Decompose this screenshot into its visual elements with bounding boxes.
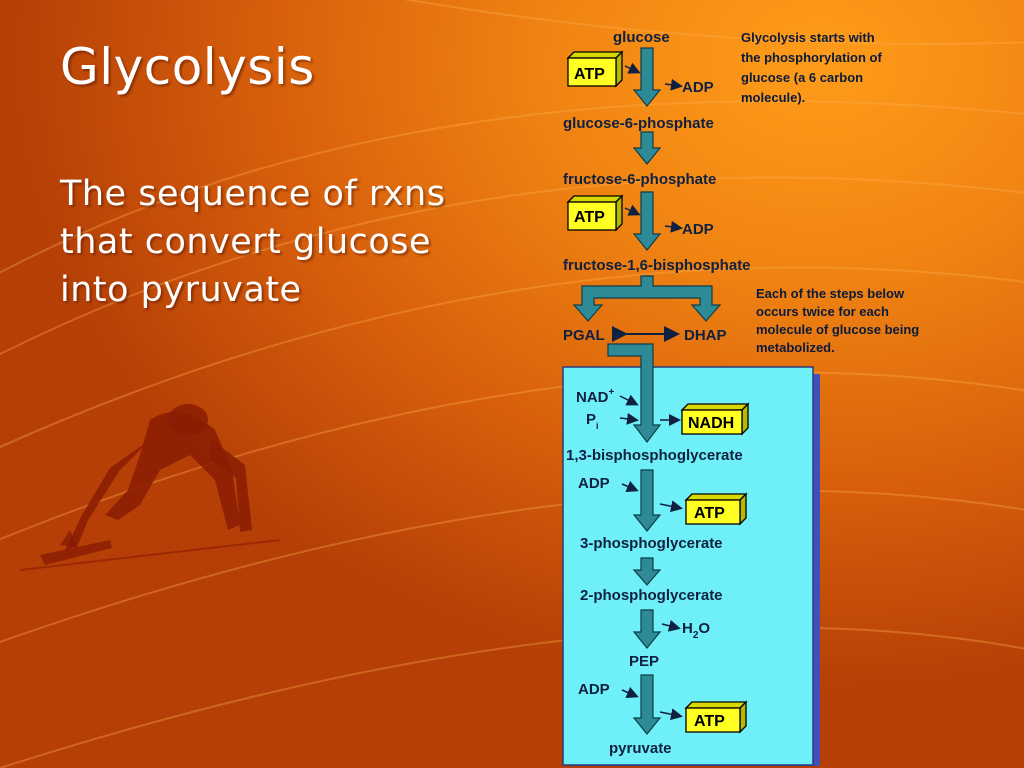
label-dhap: DHAP (684, 327, 727, 344)
label-adp-2: ADP (682, 221, 714, 238)
arrow-down-icon (632, 131, 662, 165)
arrow-down-icon (632, 557, 662, 586)
label-pyruvate: pyruvate (609, 740, 672, 757)
svg-text:molecule of glucose being: molecule of glucose being (756, 322, 919, 337)
label-adp-3: ADP (578, 475, 610, 492)
svg-text:glucose (a 6 carbon: glucose (a 6 carbon (741, 70, 863, 85)
label-h2o: H2O (682, 620, 710, 641)
arrow-down-icon (632, 674, 662, 735)
split-arrow-icon (572, 275, 722, 322)
label-pgal: PGAL (563, 327, 605, 344)
label-fructose-1-6-bisphosphate: fructose-1,6-bisphosphate (563, 257, 751, 274)
svg-text:metabolized.: metabolized. (756, 340, 835, 355)
label-2-phosphoglycerate: 2-phosphoglycerate (580, 587, 723, 604)
label-adp-1: ADP (682, 79, 714, 96)
label-adp-4: ADP (578, 681, 610, 698)
slide-body-text: The sequence of rxns that convert glucos… (60, 170, 520, 314)
body-line-3: into pyruvate (60, 270, 302, 310)
starting-blocks-icon (40, 530, 112, 565)
svg-text:Glycolysis starts with: Glycolysis starts with (741, 30, 875, 45)
atp-box-4 (684, 700, 748, 734)
svg-text:the phosphorylation of: the phosphorylation of (741, 50, 882, 65)
label-nadh: NADH (688, 415, 734, 432)
note-glycolysis-start: Glycolysis starts with the phosphorylati… (741, 30, 882, 105)
arrow-down-icon (632, 609, 662, 649)
label-glucose-6-phosphate: glucose-6-phosphate (563, 115, 714, 132)
label-pi: Pi (586, 411, 599, 431)
label-atp-2: ATP (574, 209, 605, 226)
slide-title: Glycolysis (60, 38, 315, 96)
atp-box-3 (684, 492, 748, 526)
arrow-down-icon (632, 469, 662, 532)
arrow-down-icon (632, 47, 662, 107)
label-3-phosphoglycerate: 3-phosphoglycerate (580, 535, 723, 552)
body-line-2: that convert glucose (60, 222, 432, 262)
arrow-down-icon (632, 191, 662, 251)
label-nad: NAD+ (576, 387, 615, 406)
label-pep: PEP (629, 653, 659, 670)
note-steps-twice: Each of the steps below occurs twice for… (756, 286, 919, 355)
label-atp-3: ATP (694, 505, 725, 522)
svg-text:molecule).: molecule). (741, 90, 805, 105)
label-glucose: glucose (613, 29, 670, 46)
sprinter-silhouette-icon (64, 404, 252, 552)
label-1-3-bisphosphoglycerate: 1,3-bisphosphoglycerate (566, 447, 743, 464)
svg-text:occurs twice for each: occurs twice for each (756, 304, 889, 319)
body-line-1: The sequence of rxns (60, 174, 446, 214)
label-atp-4: ATP (694, 713, 725, 730)
svg-text:Each of the steps below: Each of the steps below (756, 286, 905, 301)
arrow-into-panel-icon (607, 343, 662, 443)
atp-box-1 (566, 50, 624, 88)
nadh-box (680, 402, 750, 436)
label-fructose-6-phosphate: fructose-6-phosphate (563, 171, 716, 188)
label-atp-1: ATP (574, 66, 605, 83)
atp-box-2 (566, 194, 624, 232)
